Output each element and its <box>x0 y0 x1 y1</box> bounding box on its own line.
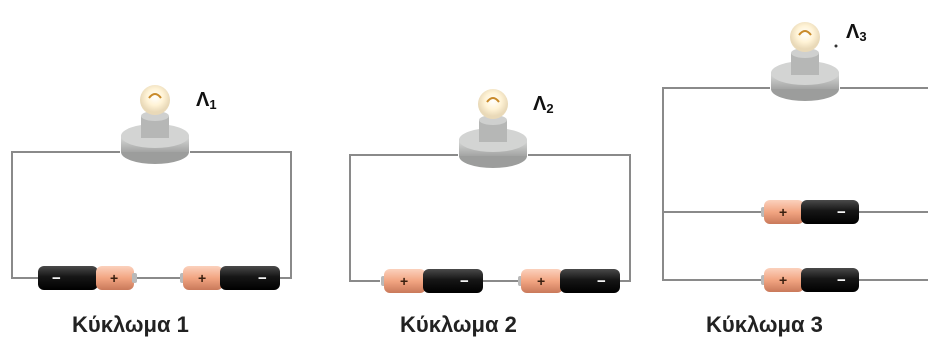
wire <box>662 87 770 281</box>
wire <box>528 154 631 282</box>
battery: + − <box>761 268 859 292</box>
lamp-1 <box>120 84 190 165</box>
svg-text:−: − <box>837 204 846 221</box>
lamp-label-1: Λ1 <box>196 89 217 112</box>
wire <box>349 154 458 282</box>
svg-text:+: + <box>537 273 545 289</box>
wire <box>190 151 292 279</box>
svg-text:+: + <box>779 204 787 220</box>
svg-text:−: − <box>460 273 469 290</box>
svg-text:−: − <box>258 270 267 287</box>
circuit-3: Λ3 + − + − Κύκλωμα 3 <box>662 21 928 337</box>
circuit-title-2: Κύκλωμα 2 <box>400 312 517 337</box>
svg-text:+: + <box>779 272 787 288</box>
wire <box>11 151 120 279</box>
svg-text:+: + <box>400 273 408 289</box>
svg-text:+: + <box>110 270 118 286</box>
svg-text:−: − <box>597 273 606 290</box>
circuit-title-1: Κύκλωμα 1 <box>72 312 189 337</box>
battery: + − <box>381 269 483 293</box>
lamp-2 <box>458 88 528 169</box>
battery: + − <box>518 269 620 293</box>
battery: + − <box>180 266 280 290</box>
svg-text:+: + <box>198 270 206 286</box>
svg-text:−: − <box>52 270 61 287</box>
lamp-label-2: Λ2 <box>533 93 554 116</box>
lamp-label-3: Λ3 <box>846 21 867 44</box>
circuit-title-3: Κύκλωμα 3 <box>706 312 823 337</box>
lamp-3 <box>770 21 840 102</box>
svg-text:−: − <box>837 272 846 289</box>
circuit-1: Λ1 − + + − Κύκλωμα 1 <box>11 84 292 337</box>
battery: + − <box>761 200 859 224</box>
battery: − + <box>38 266 137 290</box>
circuit-2: Λ2 + − + − Κύκλωμα 2 <box>349 88 631 337</box>
